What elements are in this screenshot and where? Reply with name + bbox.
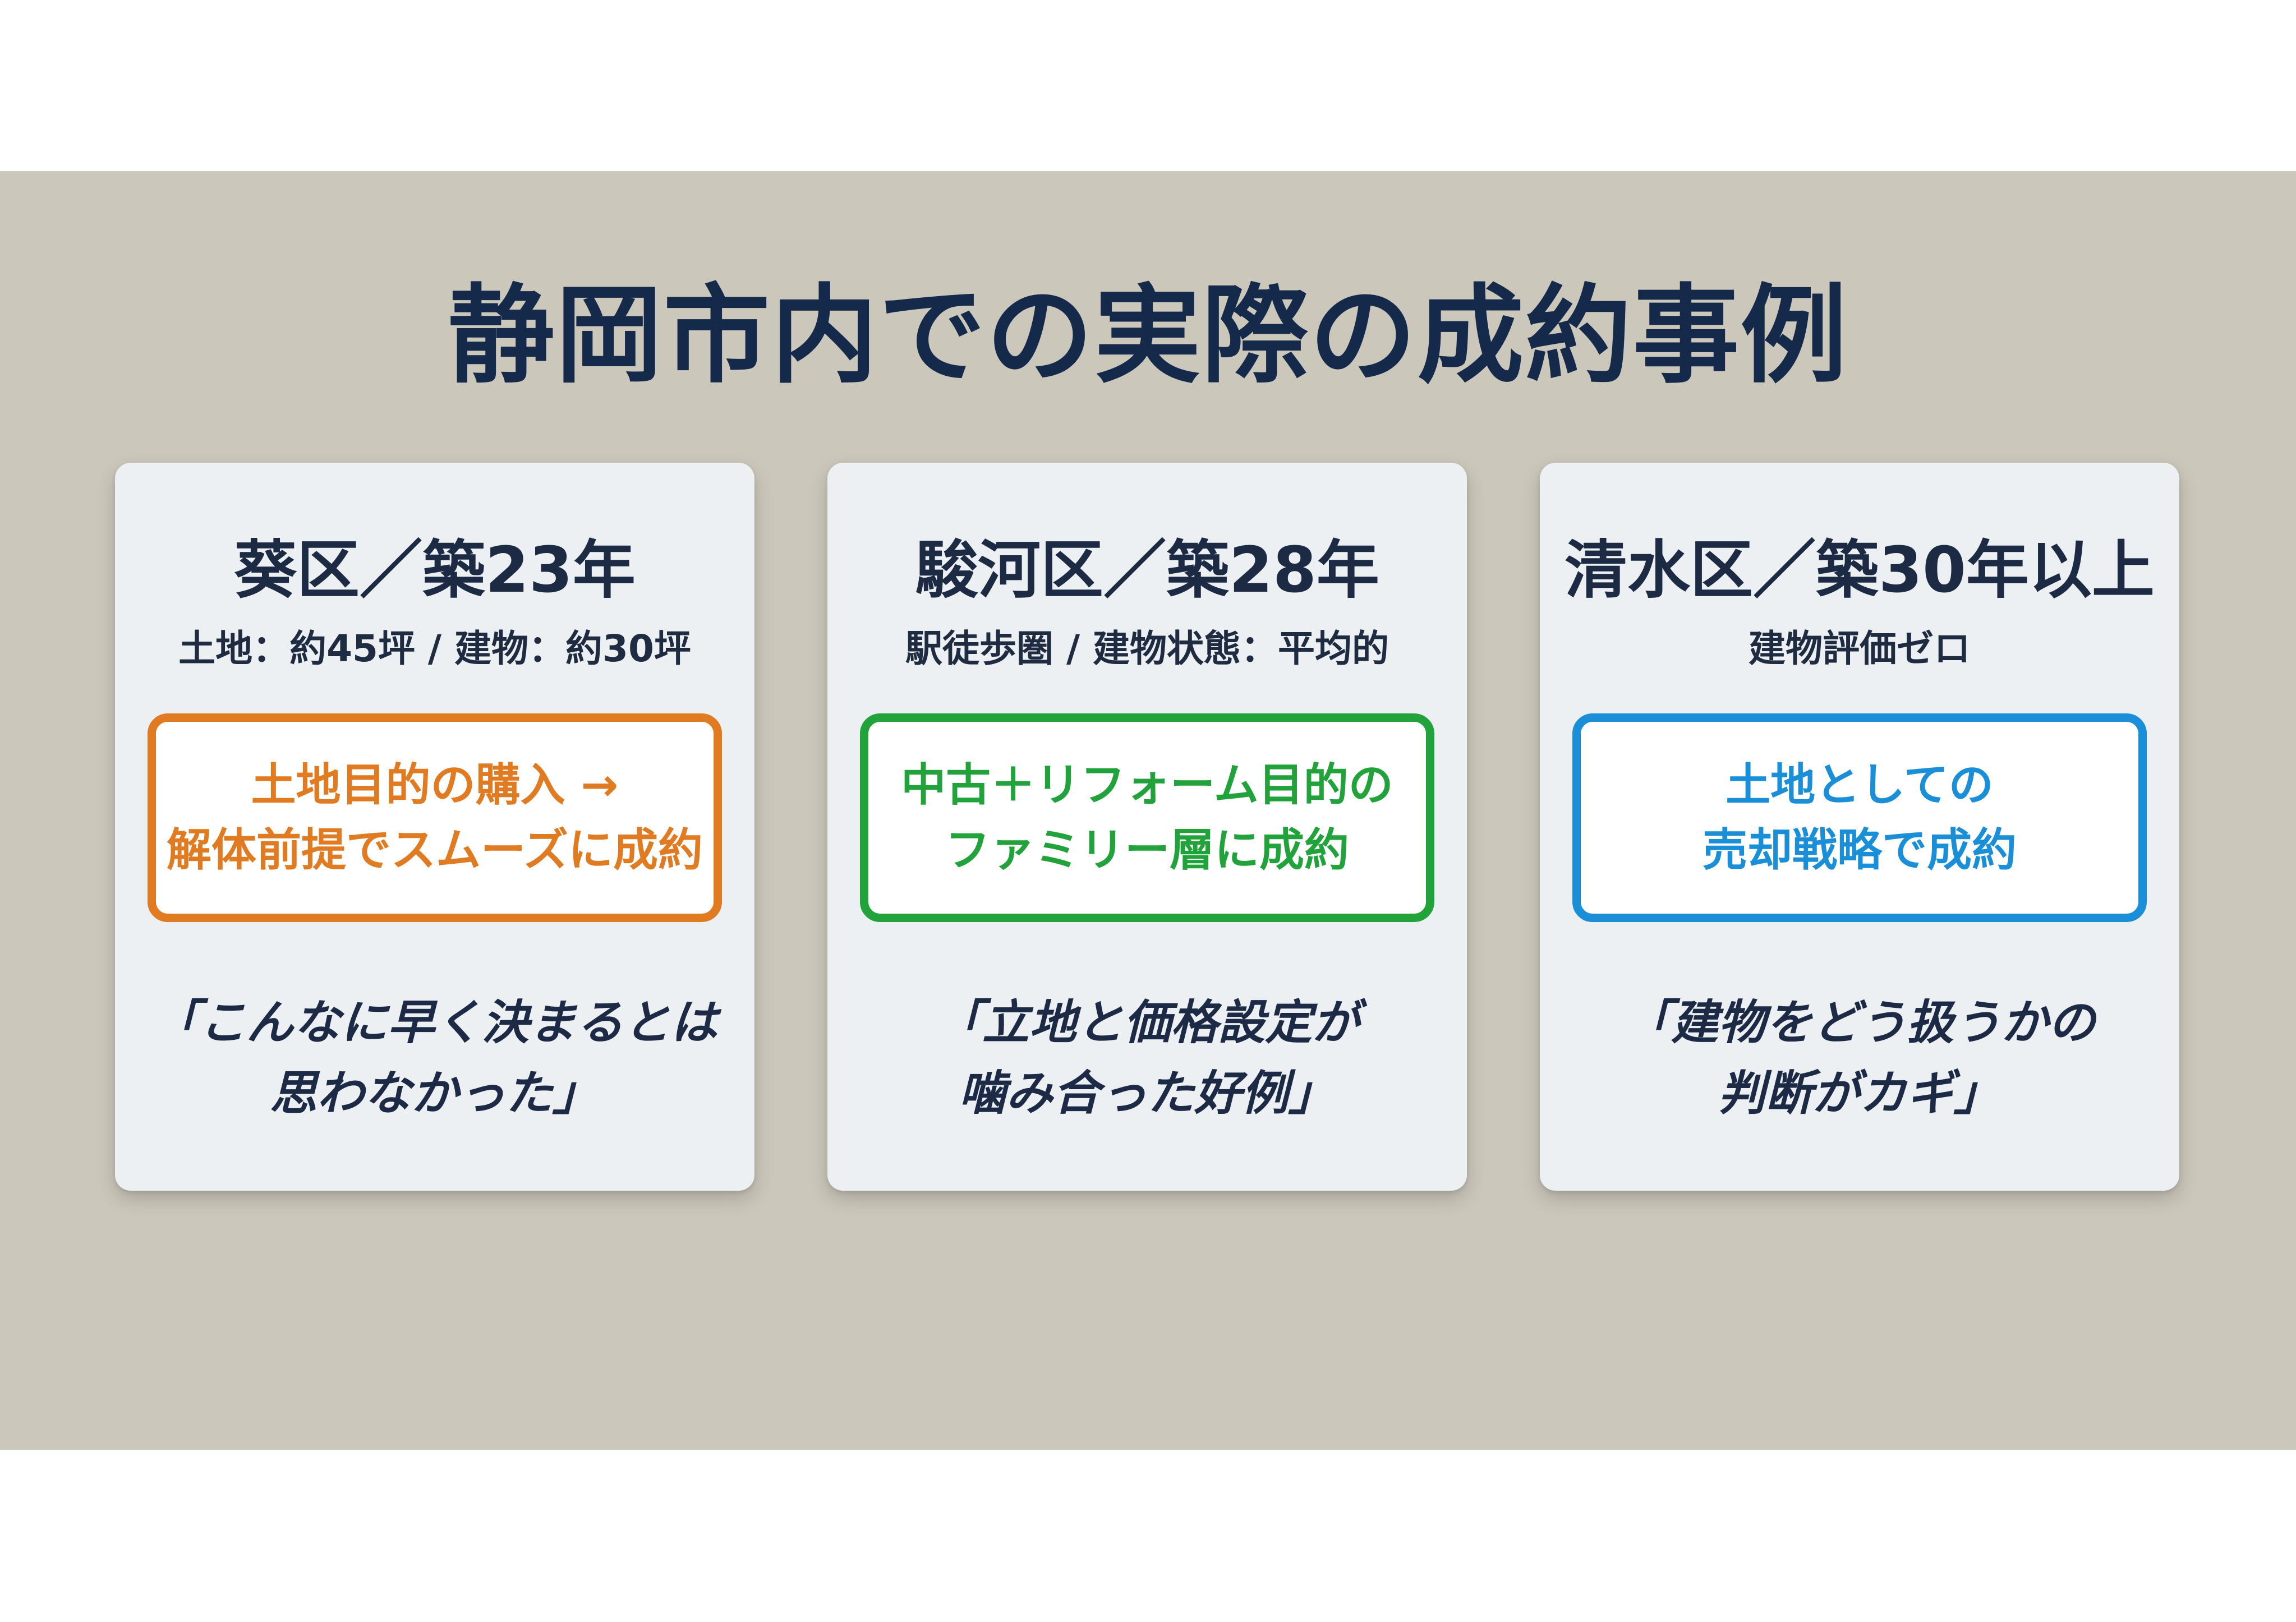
case-heading: 駿河区／築28年: [915, 534, 1379, 607]
case-heading: 清水区／築30年以上: [1565, 534, 2155, 607]
case-quote-line: 「こんなに早く決まるとは: [151, 995, 717, 1050]
case-quote-line: 噛み合った好例」: [958, 1066, 1336, 1121]
case-detail: 土地：約45坪 / 建物：約30坪: [178, 627, 691, 670]
case-outcome-line: 売却戦略で成約: [1703, 824, 2017, 876]
case-quote-line: 「建物をどう扱うかの: [1623, 995, 2095, 1050]
case-card-aoi: 葵区／築23年 土地：約45坪 / 建物：約30坪 土地目的の購入 → 解体前提…: [115, 463, 754, 1191]
case-card-shimizu: 清水区／築30年以上 建物評価ゼロ 土地としての 売却戦略で成約 「建物をどう扱…: [1540, 463, 2179, 1191]
case-outcome-line: 土地目的の購入 →: [251, 759, 619, 811]
case-quote: 「建物をどう扱うかの 判断がカギ」: [1540, 987, 2179, 1128]
case-heading: 葵区／築23年: [234, 534, 636, 607]
slide-title: 静岡市内での実際の成約事例: [448, 274, 1848, 398]
case-outcome-box: 土地目的の購入 → 解体前提でスムーズに成約: [148, 713, 722, 922]
case-outcome-line: 解体前提でスムーズに成約: [167, 824, 703, 876]
case-outcome-box: 中古＋リフォーム目的の ファミリー層に成約: [860, 713, 1434, 922]
case-outcome-line: ファミリー層に成約: [945, 824, 1349, 876]
case-outcome-line: 土地としての: [1726, 759, 1994, 811]
case-detail: 建物評価ゼロ: [1749, 627, 1971, 670]
case-quote: 「こんなに早く決まるとは 思わなかった」: [115, 987, 754, 1128]
case-detail: 駅徒歩圏 / 建物状態：平均的: [905, 627, 1389, 670]
slide-panel: 静岡市内での実際の成約事例 葵区／築23年 土地：約45坪 / 建物：約30坪 …: [0, 171, 2296, 1450]
case-quote: 「立地と価格設定が 噛み合った好例」: [827, 987, 1467, 1128]
case-quote-line: 思わなかった」: [269, 1066, 600, 1121]
case-outcome-box: 土地としての 売却戦略で成約: [1572, 713, 2147, 922]
case-quote-line: 判断がカギ」: [1718, 1066, 2001, 1121]
case-card-suruga: 駿河区／築28年 駅徒歩圏 / 建物状態：平均的 中古＋リフォーム目的の ファミ…: [827, 463, 1467, 1191]
case-quote-line: 「立地と価格設定が: [935, 995, 1359, 1050]
case-outcome-line: 中古＋リフォーム目的の: [901, 759, 1393, 811]
